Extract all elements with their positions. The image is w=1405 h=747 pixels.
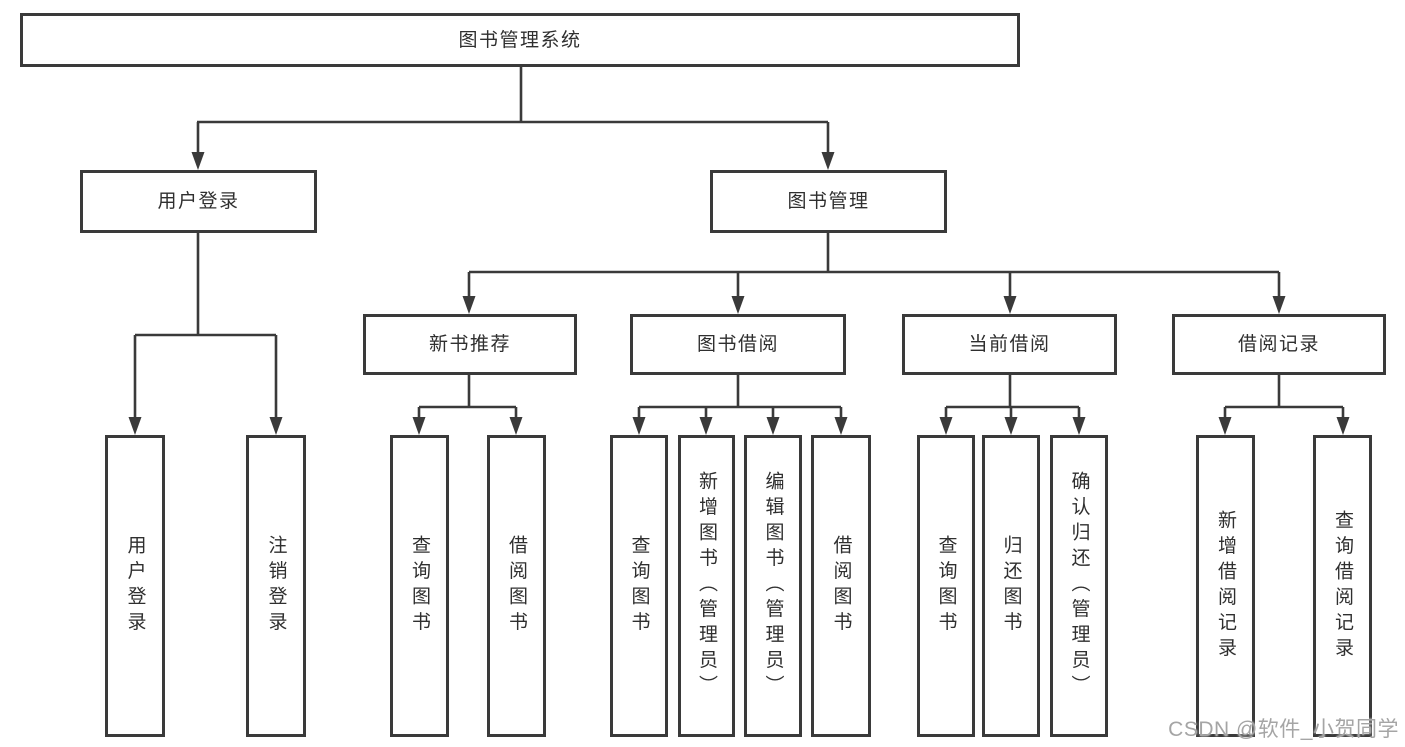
node-label: 图书管理 [787,191,870,212]
arrow-down-icon [412,417,426,435]
node-user-login: 用户登录 [80,170,317,233]
connector-book-management-branch [467,233,1281,301]
arrow-down-icon [1003,296,1017,314]
leaf-query-borrow-record: 查询借阅记录 [1313,435,1372,737]
arrow-down-icon [462,296,476,314]
node-label: 用户登录 [124,535,146,637]
node-label: 新书推荐 [428,334,511,355]
arrow-down-icon [766,417,780,435]
node-label: 新增借阅记录 [1215,509,1236,663]
arrow-down-icon [1336,417,1350,435]
node-new-book-recommend: 新书推荐 [363,314,577,375]
node-label: 编辑图书（管理员） [762,471,784,701]
node-borrowing-records: 借阅记录 [1172,314,1386,375]
node-book-management: 图书管理 [710,170,947,233]
arrow-down-icon [191,152,205,170]
node-label: 确认归还（管理员） [1068,471,1090,701]
node-label: 注销登录 [265,535,287,637]
leaf-borrow-books-borrowing: 借阅图书 [811,435,871,737]
node-label: 当前借阅 [968,334,1051,355]
arrow-down-icon [1218,417,1232,435]
connector-borrow-record-branch [1223,375,1345,422]
node-label: 图书借阅 [696,334,779,355]
node-label: 归还图书 [1000,535,1022,637]
arrow-down-icon [731,296,745,314]
node-book-management-system: 图书管理系统 [20,13,1020,67]
leaf-query-books-current: 查询图书 [917,435,975,737]
connector-current-borrow-branch [944,375,1081,422]
node-label: 查询借阅记录 [1332,509,1353,663]
leaf-logout: 注销登录 [246,435,306,737]
connector-book-borrow-branch [637,375,843,422]
leaf-borrow-books-recommend: 借阅图书 [487,435,546,737]
arrow-down-icon [834,417,848,435]
node-label: 查询图书 [409,535,430,637]
node-label: 查询图书 [628,535,650,637]
arrow-down-icon [1272,296,1286,314]
connector-root-to-level2 [196,67,830,157]
arrow-down-icon [632,417,646,435]
arrow-down-icon [939,417,953,435]
connector-user-login-branch [133,233,278,422]
leaf-query-books-borrowing: 查询图书 [610,435,668,737]
arrow-down-icon [1072,417,1086,435]
leaf-return-books: 归还图书 [982,435,1040,737]
node-book-borrowing: 图书借阅 [630,314,846,375]
node-label: 新增图书（管理员） [696,471,717,701]
leaf-add-borrow-record: 新增借阅记录 [1196,435,1255,737]
connector-new-book-branch [417,375,518,422]
csdn-watermark: CSDN @软件_小贺同学 [1168,718,1399,741]
arrow-down-icon [821,152,835,170]
leaf-add-book-admin: 新增图书（管理员） [678,435,735,737]
node-label: 查询图书 [935,535,957,637]
arrow-down-icon [1004,417,1018,435]
arrow-down-icon [509,417,523,435]
node-label: 图书管理系统 [458,29,582,51]
node-label: 用户登录 [157,191,240,212]
leaf-user-login: 用户登录 [105,435,165,737]
node-label: 借阅图书 [506,535,527,637]
node-current-borrowing: 当前借阅 [902,314,1117,375]
arrow-down-icon [128,417,142,435]
node-label: 借阅记录 [1237,334,1320,355]
leaf-confirm-return-admin: 确认归还（管理员） [1050,435,1108,737]
arrow-down-icon [699,417,713,435]
arrow-down-icon [269,417,283,435]
leaf-edit-book-admin: 编辑图书（管理员） [744,435,802,737]
leaf-query-books-recommend: 查询图书 [390,435,449,737]
node-label: 借阅图书 [830,535,852,637]
